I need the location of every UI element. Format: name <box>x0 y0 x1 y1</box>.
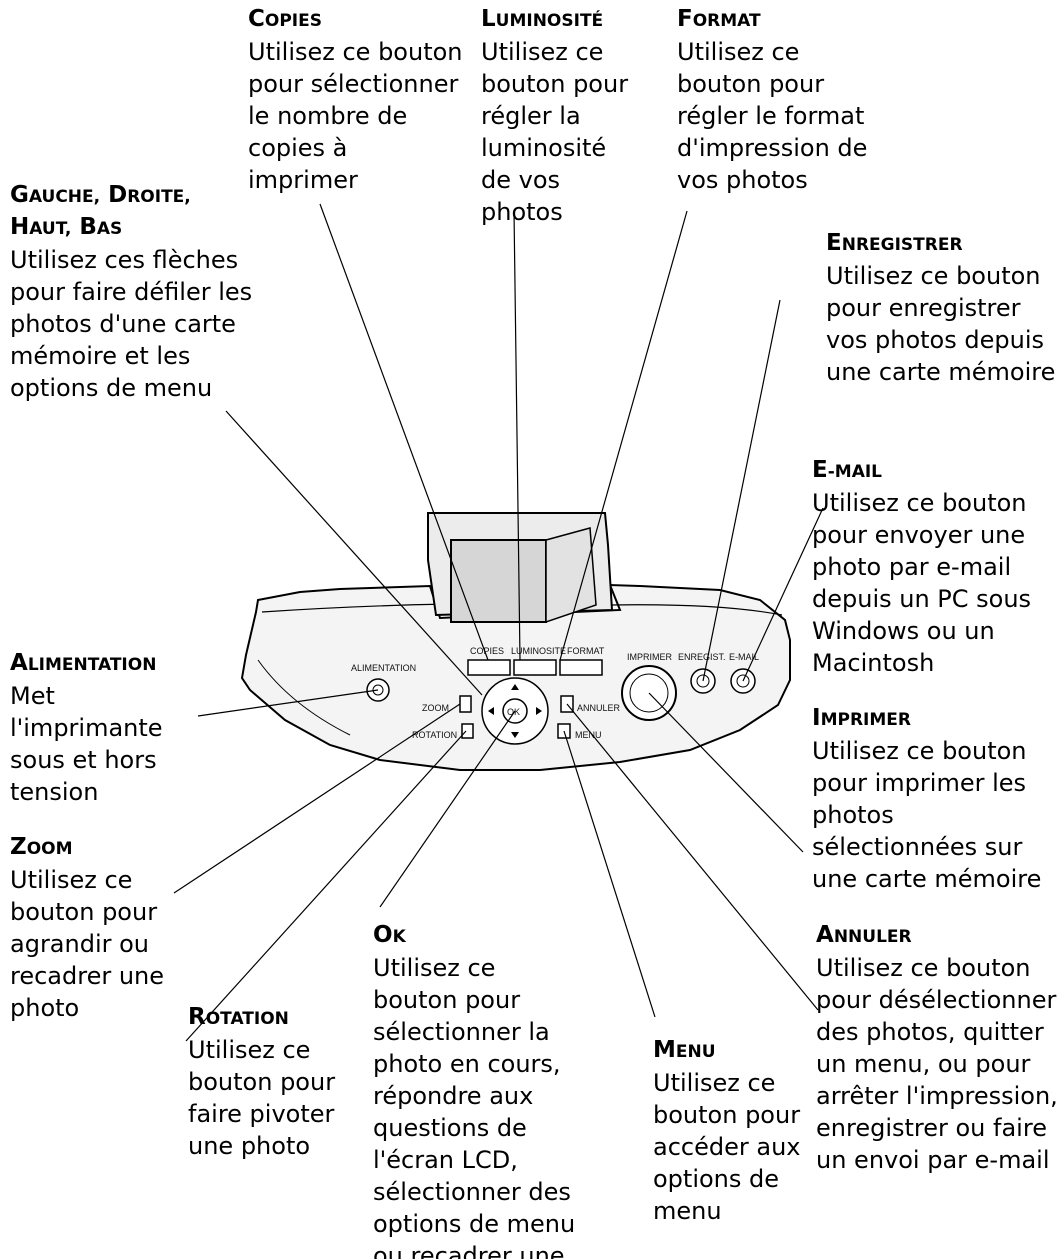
callout-desc: Utilisez ce bouton pour désélectionner d… <box>816 954 1058 1174</box>
leader-zoom <box>173 703 461 894</box>
device-label-luminosite: LUMINOSITE <box>511 646 566 656</box>
callout-title: IMPRIMER <box>812 705 911 731</box>
callout-desc: Utilisez ce bouton pour sélectionner la … <box>373 954 576 1259</box>
luminosite-button <box>513 659 557 676</box>
callout-rotation: ROTATION Utilisez ce bouton pour faire p… <box>188 1002 338 1162</box>
leader-ok <box>379 710 516 908</box>
callout-desc: Utilisez ce bouton pour régler le format… <box>677 38 868 194</box>
callout-desc: Utilisez ce bouton pour agrandir ou reca… <box>10 866 165 1022</box>
format-button <box>559 659 603 676</box>
leader-fleches <box>225 410 483 696</box>
leader-format <box>559 210 688 661</box>
callout-fleches: GAUCHE, DROITE, HAUT, BAS Utilisez ces f… <box>10 180 260 404</box>
callout-title: MENU <box>653 1037 716 1063</box>
leader-enregistrer <box>702 299 781 682</box>
device-label-format: FORMAT <box>567 646 605 656</box>
callout-title: ROTATION <box>188 1004 289 1030</box>
leader-menu <box>563 730 656 1018</box>
callout-desc: Utilisez ce bouton pour faire pivoter un… <box>188 1036 336 1160</box>
callout-annuler: ANNULER Utilisez ce bouton pour désélect… <box>816 920 1060 1176</box>
callout-desc: Utilisez ce bouton pour imprimer les pho… <box>812 737 1042 893</box>
leader-email <box>742 507 824 682</box>
leader-annuler <box>566 703 819 1011</box>
callout-desc: Utilisez ce bouton pour envoyer une phot… <box>812 489 1032 677</box>
device-label-menu: MENU <box>575 730 602 740</box>
callout-format: FORMAT Utilisez ce bouton pour régler le… <box>677 4 877 196</box>
callout-title: GAUCHE, DROITE, HAUT, BAS <box>10 182 191 240</box>
callout-title: LUMINOSITÉ <box>481 6 604 32</box>
callout-copies: COPIES Utilisez ce bouton pour sélection… <box>248 4 463 196</box>
callout-menu: MENU Utilisez ce bouton pour accéder aux… <box>653 1035 803 1227</box>
device-label-ok: OK <box>507 707 520 717</box>
callout-desc: Utilisez ce bouton pour accéder aux opti… <box>653 1069 801 1225</box>
callout-luminosite: LUMINOSITÉ Utilisez ce bouton pour régle… <box>481 4 631 228</box>
callout-desc: Utilisez ce bouton pour sélectionner le … <box>248 38 463 194</box>
callout-desc: Utilisez ce bouton pour enregistrer vos … <box>826 262 1056 386</box>
leader-imprimer <box>648 692 804 853</box>
device-label-alimentation: ALIMENTATION <box>351 663 416 673</box>
callout-title: OK <box>373 922 406 948</box>
callout-title: E-MAIL <box>812 457 883 483</box>
callout-alimentation: ALIMENTATION Met l'imprimante sous et ho… <box>10 648 210 808</box>
callout-zoom: ZOOM Utilisez ce bouton pour agrandir ou… <box>10 832 170 1024</box>
callout-title: ENREGISTRER <box>826 230 963 256</box>
callout-enregistrer: ENREGISTRER Utilisez ce bouton pour enre… <box>826 228 1060 388</box>
device-label-email: E-MAIL <box>729 652 759 662</box>
device-label-enregist: ENREGIST. <box>678 652 726 662</box>
callout-title: ANNULER <box>816 922 912 948</box>
callout-title: ALIMENTATION <box>10 650 157 676</box>
leader-luminosite <box>513 210 521 661</box>
callout-email: E-MAIL Utilisez ce bouton pour envoyer u… <box>812 455 1057 679</box>
callout-desc: Met l'imprimante sous et hors tension <box>10 682 163 806</box>
device-label-rotation: ROTATION <box>412 730 457 740</box>
device-label-zoom: ZOOM <box>422 703 449 713</box>
callout-desc: Utilisez ces flèches pour faire défiler … <box>10 246 253 402</box>
callout-title: COPIES <box>248 6 322 32</box>
callout-desc: Utilisez ce bouton pour régler la lumino… <box>481 38 629 226</box>
device-label-annuler: ANNULER <box>577 703 621 713</box>
rotation-button <box>461 723 474 739</box>
callout-title: FORMAT <box>677 6 761 32</box>
callout-imprimer: IMPRIMER Utilisez ce bouton pour imprime… <box>812 703 1057 895</box>
callout-ok: OK Utilisez ce bouton pour sélectionner … <box>373 920 583 1259</box>
leader-alimentation <box>197 689 379 717</box>
copies-button <box>467 659 511 676</box>
device-label-imprimer: IMPRIMER <box>627 652 673 662</box>
device-label-copies: COPIES <box>470 646 504 656</box>
lcd-screen <box>450 539 547 623</box>
leader-rotation <box>185 730 467 1042</box>
callout-title: ZOOM <box>10 834 73 860</box>
leader-copies <box>319 203 489 661</box>
